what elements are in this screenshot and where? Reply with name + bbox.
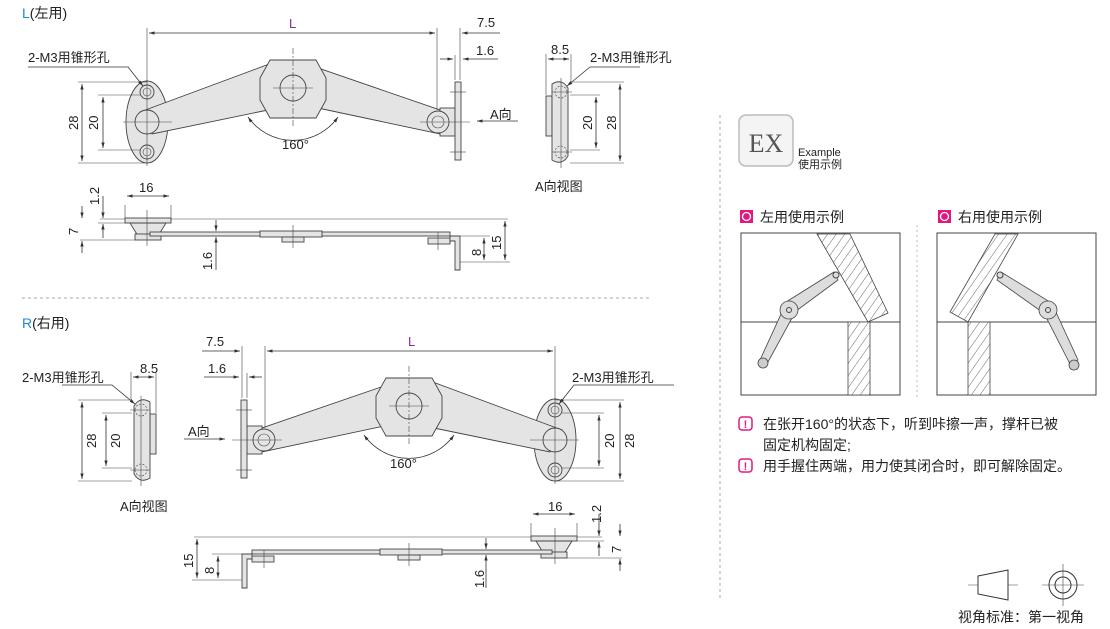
dim-8-5: 8.5 (140, 361, 158, 376)
side-dim-15: 15 (489, 236, 504, 250)
example-title-en: Example (798, 147, 841, 159)
left-example-caption: 左用使用示例 (760, 209, 844, 225)
side-dim-1-2: 1.2 (87, 187, 102, 205)
example-panel: EX Example 使用示例 左用使用示例 右用使用示例 (738, 114, 1097, 474)
left-example-illustration (740, 232, 901, 396)
side-dim-1-6: 1.6 (200, 252, 215, 270)
note-2-line-1: 用手握住两端，用力使其闭合时，即可解除固定。 (763, 458, 1071, 474)
view-dim-20: 20 (108, 434, 123, 448)
side-dim-7: 7 (66, 228, 81, 235)
hole-note: 2-M3用锥形孔 (28, 50, 110, 65)
dim-28: 28 (622, 434, 637, 448)
side-dim-15: 15 (181, 554, 196, 568)
svg-text:!: ! (744, 419, 748, 431)
hole-note-view: 2-M3用锥形孔 (590, 50, 672, 65)
example-title-cn: 使用示例 (798, 157, 842, 171)
dim-1-6: 1.6 (476, 43, 494, 58)
left-hand-stay-drawing: L(左用) L 7.5 1.6 2-M3用锥形孔 2-M3用锥形孔 8.5 28… (22, 5, 672, 270)
dim-L: L (408, 334, 415, 349)
side-dim-1-6: 1.6 (472, 570, 487, 588)
view-dim-20: 20 (580, 116, 595, 130)
view-dim-28: 28 (604, 116, 619, 130)
hole-note-view: 2-M3用锥形孔 (22, 370, 104, 385)
angle-label: 160° (282, 137, 309, 152)
right-example-illustration (936, 232, 1097, 396)
dim-28: 28 (66, 116, 81, 130)
side-dim-8: 8 (202, 567, 217, 574)
dim-20: 20 (602, 434, 617, 448)
view-dim-28: 28 (84, 434, 99, 448)
projection-standard-label: 视角标准：第一视角 (958, 609, 1084, 625)
hole-note: 2-M3用锥形孔 (572, 370, 654, 385)
view-a-label: A向视图 (535, 179, 583, 194)
arrow-a-label: A向 (490, 107, 512, 122)
ex-badge: EX (738, 114, 794, 167)
left-stay-geometry (28, 28, 640, 270)
arrow-a-label: A向 (188, 424, 210, 439)
note-1-line-1: 在张开160°的状态下，听到咔擦一声，撑杆已被 (763, 416, 1058, 432)
first-angle-projection-icon (968, 564, 1084, 606)
svg-text:EX: EX (749, 129, 784, 158)
side-dim-1-2: 1.2 (589, 505, 604, 523)
side-dim-16: 16 (548, 499, 562, 514)
circle-marker-icon (938, 210, 951, 223)
dim-7-5: 7.5 (206, 334, 224, 349)
angle-label: 160° (390, 456, 417, 471)
svg-text:!: ! (744, 461, 748, 473)
note-1-line-2: 固定机构固定; (763, 437, 851, 453)
warning-icon: ! (738, 458, 753, 473)
dim-20: 20 (86, 116, 101, 130)
dim-L: L (289, 16, 296, 31)
right-hand-stay-drawing: R(右用) L 7.5 1.6 8.5 2-M3用锥形孔 2-M3用锥形孔 A向… (22, 315, 674, 588)
dim-8-5: 8.5 (551, 42, 569, 57)
section-title-left: L(左用) (22, 5, 67, 21)
view-a-label: A向视图 (120, 499, 168, 514)
side-dim-16: 16 (139, 180, 153, 195)
right-example-caption: 右用使用示例 (958, 209, 1042, 225)
side-dim-7: 7 (609, 546, 624, 553)
dim-7-5: 7.5 (477, 15, 495, 30)
section-title-right: R(右用) (22, 315, 69, 331)
warning-icon: ! (738, 416, 753, 431)
dim-1-6: 1.6 (208, 361, 226, 376)
side-dim-8: 8 (469, 249, 484, 256)
circle-marker-icon (740, 210, 753, 223)
